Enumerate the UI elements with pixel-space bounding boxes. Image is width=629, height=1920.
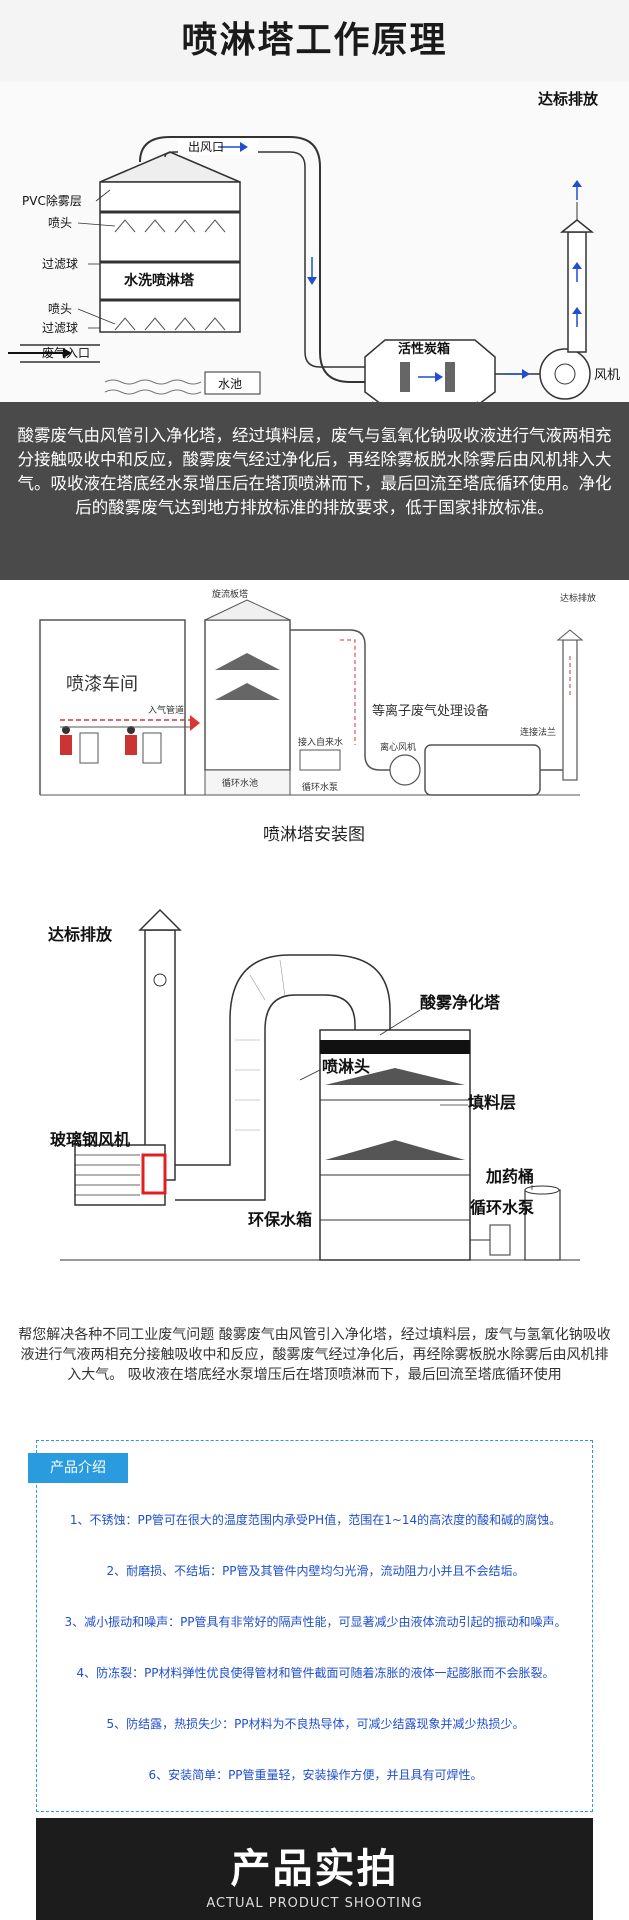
product-intro-tab: 产品介绍 — [28, 1453, 128, 1483]
label-tank: 环保水箱 — [248, 1210, 312, 1229]
label-nozzle-2: 喷头 — [48, 302, 72, 316]
description-box: 酸雾废气由风管引入净化塔，经过填料层，废气与氢氧化钠吸收液进行气液两相充分接触吸… — [0, 402, 629, 580]
label-dosing: 加药桶 — [485, 1167, 534, 1186]
label-carbon: 活性炭箱 — [398, 341, 450, 357]
label-outlet: 出风口 — [188, 140, 224, 154]
label-flange: 连接法兰 — [520, 726, 556, 738]
label-stack: 达标排放 — [48, 925, 113, 944]
acid-mist-tower-diagram: 达标排放 酸雾净化塔 喷淋头 填料层 玻璃钢风机 加药桶 循环水泵 环保水箱 — [0, 900, 629, 1290]
label-plasma: 等离子废气处理设备 — [372, 703, 489, 719]
label-workshop: 喷漆车间 — [66, 674, 138, 695]
product-shooting-banner: 产品实拍 ACTUAL PRODUCT SHOOTING — [36, 1818, 593, 1920]
spray-tower — [99, 151, 241, 333]
title-bar: 喷淋塔工作原理 — [0, 0, 629, 82]
label-pool: 水池 — [218, 377, 242, 391]
label-intake: 入气管道 — [148, 704, 184, 716]
installation-caption: 喷淋塔安装图 — [263, 825, 365, 845]
label-filter-2: 过滤球 — [42, 321, 78, 335]
label-pool: 循环水池 — [222, 777, 258, 789]
page-title: 喷淋塔工作原理 — [181, 20, 448, 61]
label-fan: 风机 — [594, 368, 620, 383]
label-fan: 离心风机 — [380, 741, 416, 753]
label-inlet: 废气入口 — [42, 345, 90, 360]
working-principle-diagram: 出风口 达标排放 PVC除雾层 喷头 过滤球 水洗喷淋塔 喷头 过滤球 废气入口… — [0, 82, 629, 402]
label-auto-water: 接入自来水 — [298, 736, 343, 748]
banner-subtitle: ACTUAL PRODUCT SHOOTING — [206, 1896, 423, 1911]
banner-title: 产品实拍 — [230, 1846, 399, 1892]
product-intro-list: 1、不锈蚀：PP管可在很大的温度范围内承受PH值，范围在1~14的高浓度的酸和碱… — [37, 1511, 594, 1817]
label-tower-top: 旋流板塔 — [212, 588, 248, 600]
list-item: 1、不锈蚀：PP管可在很大的温度范围内承受PH值，范围在1~14的高浓度的酸和碱… — [69, 1513, 562, 1527]
label-tower: 酸雾净化塔 — [420, 993, 501, 1012]
list-item: 2、耐磨损、不结垢：PP管及其管件内壁均匀光滑，流动阻力小并且不会结垢。 — [106, 1564, 525, 1578]
label-fan: 玻璃钢风机 — [50, 1130, 130, 1149]
secondary-description: 帮您解决各种不同工业废气问题 酸雾废气由风管引入净化塔，经过填料层，废气与氢氧化… — [18, 1327, 611, 1383]
label-nozzle: 喷淋头 — [322, 1057, 370, 1076]
label-filter-1: 过滤球 — [42, 257, 78, 271]
label-stack: 达标排放 — [560, 592, 596, 604]
list-item: 5、防结露，热损失少：PP材料为不良热导体，可减少结露现象并减少热损少。 — [106, 1717, 525, 1731]
list-item: 3、减小振动和噪声：PP管具有非常好的隔声性能，可显著减少由液体流动引起的振动和… — [64, 1615, 567, 1629]
label-packing: 填料层 — [468, 1093, 516, 1112]
label-pump: 循环水泵 — [302, 781, 338, 793]
list-item: 6、安装简单：PP管重量轻，安装操作方便，并且具有可焊性。 — [148, 1768, 483, 1782]
installation-diagram: 旋流板塔 达标排放 入气管道 离心风机 循环水池 循环水泵 连接法兰 接入自来水… — [0, 585, 629, 867]
description-text: 酸雾废气由风管引入净化塔，经过填料层，废气与氢氧化钠吸收液进行气液两相充分接触吸… — [17, 426, 612, 517]
product-intro-box: 产品介绍 1、不锈蚀：PP管可在很大的温度范围内承受PH值，范围在1~14的高浓… — [28, 1440, 593, 1812]
label-stack: 达标排放 — [538, 90, 599, 108]
label-pump: 循环水泵 — [470, 1198, 534, 1217]
list-item: 4、防冻裂：PP材料弹性优良使得管材和管件截面可随着冻胀的液体一起膨胀而不会胀裂… — [76, 1666, 555, 1680]
label-tower: 水洗喷淋塔 — [124, 272, 195, 289]
label-pvc: PVC除雾层 — [22, 193, 82, 208]
label-nozzle-1: 喷头 — [48, 216, 72, 230]
